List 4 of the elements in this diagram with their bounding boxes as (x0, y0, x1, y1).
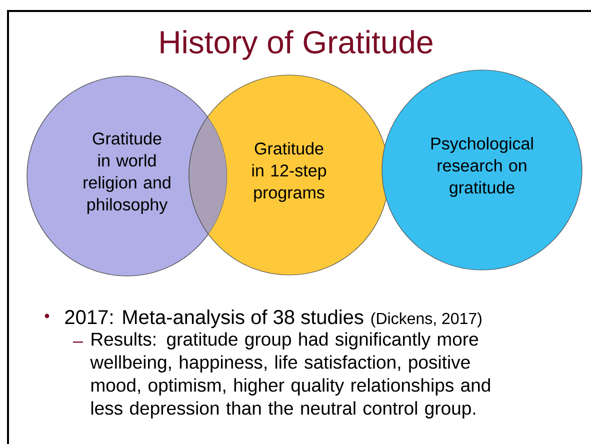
title: History of Gratitude (160, 30, 432, 60)
citation: (Dickens, 2017) (371, 312, 482, 328)
sub-bullet-text: Results: gratitude group had significantly more wellbeing, happiness, life satisfaction, positive mood, optimism, higher quality relationships and less depression than the neutral control group. (90, 332, 490, 418)
bullet-text: 2017: Meta-analysis of 38 studies (65, 310, 364, 328)
